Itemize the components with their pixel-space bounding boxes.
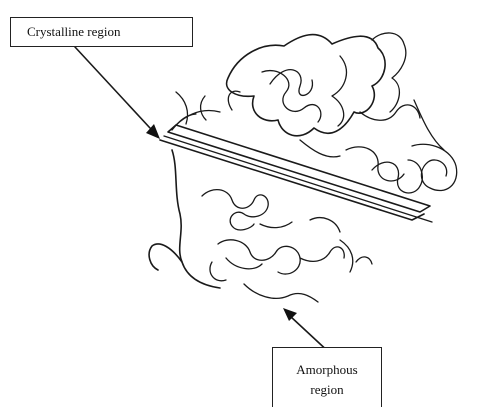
amorphous-label-line2: region xyxy=(273,382,381,398)
crystalline-arrow xyxy=(75,47,160,139)
amorphous-chains xyxy=(149,150,372,302)
crystalline-region-label: Crystalline region xyxy=(10,17,193,47)
left-chain-ends xyxy=(176,91,240,124)
crystalline-lamella xyxy=(160,111,432,222)
amorphous-label-line1: Amorphous xyxy=(273,362,381,378)
crystalline-label-text: Crystalline region xyxy=(27,24,121,39)
amorphous-region-label: Amorphous region xyxy=(272,347,382,407)
upper-coiled-chains xyxy=(227,33,457,193)
